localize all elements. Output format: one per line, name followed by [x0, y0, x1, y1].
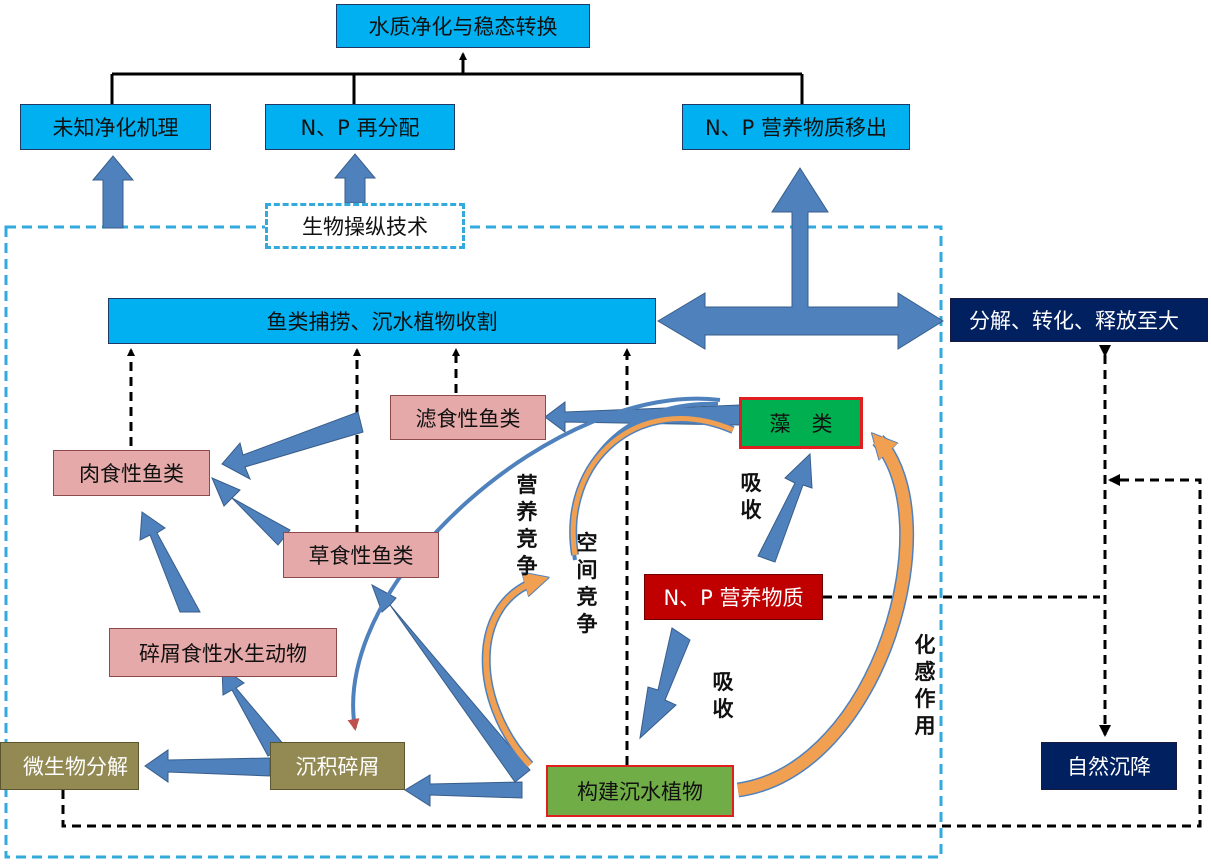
up-arrow-to-np-redistribution	[333, 153, 377, 204]
food-web-arrows	[139, 401, 813, 807]
node-water-purification: 水质净化与稳态转换	[336, 4, 590, 48]
node-bio-manipulation: 生物操纵技术	[265, 203, 465, 249]
top-connector-lines	[110, 52, 804, 104]
node-np-redistribution: N、P 再分配	[265, 104, 455, 150]
node-algae: 藻 类	[739, 397, 863, 449]
harvest-np-removal-double-arrow	[657, 167, 944, 350]
node-submerged-plants: 构建沉水植物	[546, 765, 734, 817]
node-microbial-decomp: 微生物分解	[0, 742, 139, 790]
node-herbivorous-fish: 草食性鱼类	[283, 532, 439, 578]
label-allelopathy: 化感作用	[914, 633, 936, 738]
node-filter-fish: 滤食性鱼类	[390, 395, 546, 440]
label-nutrient-competition: 营养竞争	[516, 473, 538, 578]
node-np-removal: N、P 营养物质移出	[682, 104, 910, 150]
right-dashed-lines	[61, 345, 1202, 828]
node-np-nutrients: N、P 营养物质	[644, 574, 823, 620]
up-arrow-to-unknown-mechanism	[91, 155, 135, 229]
node-sediment-detritus: 沉积碎屑	[270, 742, 405, 790]
node-detritivore: 碎屑食性水生动物	[109, 628, 337, 677]
label-absorb-upper: 吸收	[740, 471, 762, 522]
label-space-competition: 空间竞争	[576, 531, 598, 636]
node-decompose-release: 分解、转化、释放至大	[950, 298, 1208, 342]
label-absorb-lower: 吸收	[712, 670, 734, 721]
node-harvest: 鱼类捕捞、沉水植物收割	[108, 298, 656, 344]
competition-arrows	[481, 414, 915, 798]
technology-frame	[4, 225, 943, 859]
node-natural-settling: 自然沉降	[1041, 742, 1177, 790]
node-carnivorous-fish: 肉食性鱼类	[53, 450, 210, 496]
node-unknown-mechanism: 未知净化机理	[20, 104, 211, 150]
